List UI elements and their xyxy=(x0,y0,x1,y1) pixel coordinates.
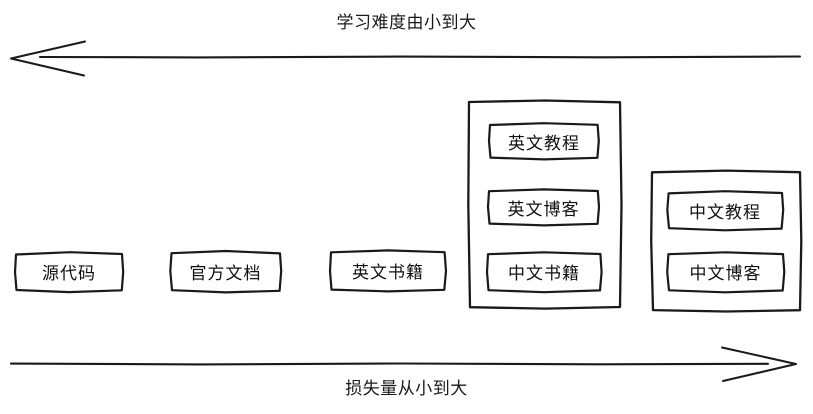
chinese-tutorial-box[interactable] xyxy=(666,190,785,232)
source-code-node[interactable] xyxy=(15,252,123,291)
difficulty-axis-line xyxy=(38,55,802,59)
english-books-box[interactable] xyxy=(328,249,448,293)
chinese-blog-node[interactable] xyxy=(667,252,784,291)
chinese-books-node[interactable] xyxy=(487,252,601,291)
english-blog-box[interactable] xyxy=(486,188,601,227)
chinese-tutorial-node[interactable] xyxy=(667,191,783,229)
loss-axis-arrowhead xyxy=(721,346,797,382)
difficulty-axis xyxy=(10,40,802,77)
english-books-node[interactable] xyxy=(330,250,446,290)
chinese-blog-box[interactable] xyxy=(666,251,786,294)
english-blog-node[interactable] xyxy=(488,189,599,225)
official-docs-box[interactable] xyxy=(169,249,283,294)
loss-axis xyxy=(9,346,797,382)
source-code-box[interactable] xyxy=(13,251,125,294)
english-tutorial-node[interactable] xyxy=(489,123,599,159)
loss-axis-line xyxy=(9,362,770,366)
loss-axis-caption: 损失量从小到大 xyxy=(345,379,468,399)
official-docs-node[interactable] xyxy=(170,251,281,291)
english-tutorial-box[interactable] xyxy=(487,122,600,161)
difficulty-axis-caption: 学习难度由小到大 xyxy=(336,13,477,33)
difficulty-axis-arrowhead xyxy=(10,40,86,77)
node-boxes xyxy=(13,122,786,294)
chinese-books-box[interactable] xyxy=(485,251,603,294)
